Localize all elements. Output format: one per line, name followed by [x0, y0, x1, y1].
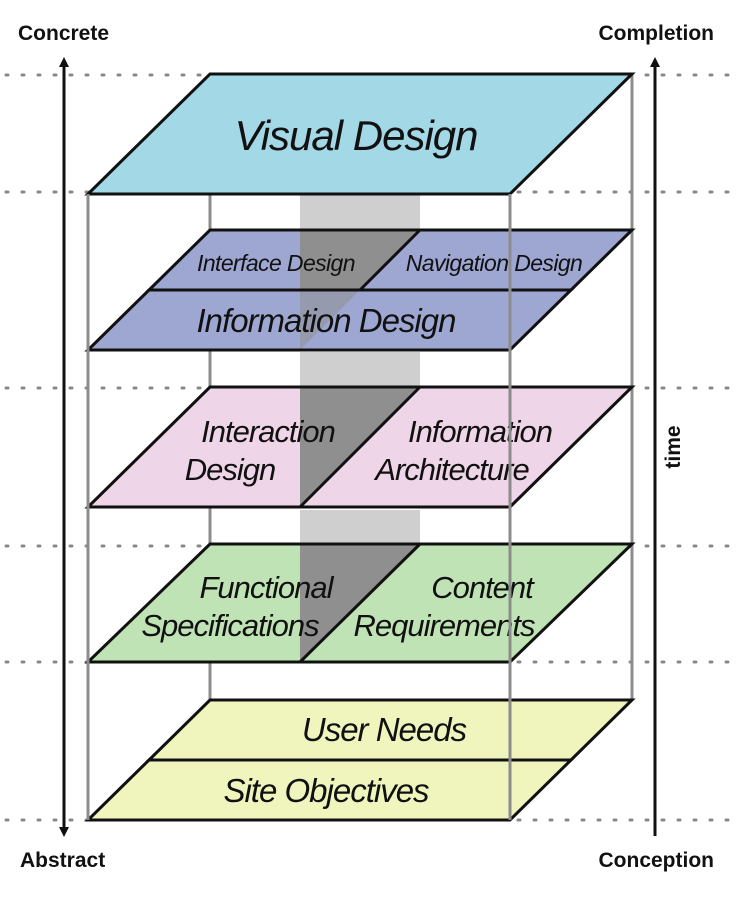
- conception-label: Conception: [598, 849, 715, 872]
- connector-shaft-lower: [300, 510, 420, 544]
- strategy-plane: User Needs Site Objectives: [84, 698, 636, 822]
- navigation-design-label: Navigation Design: [406, 250, 582, 276]
- information-architecture-label-line2: Architecture: [373, 452, 529, 487]
- structure-divider: [298, 385, 422, 509]
- surface-plane: Visual Design: [84, 72, 636, 196]
- interface-design-label: Interface Design: [197, 250, 355, 276]
- structure-plane-outline: [84, 385, 636, 509]
- user-needs-label: User Needs: [302, 711, 467, 748]
- functional-specifications-label-line1: Functional: [199, 570, 334, 605]
- scope-divider: [298, 542, 422, 664]
- site-objectives-label: Site Objectives: [223, 772, 429, 809]
- scope-plane: Functional Specifications Content Requir…: [84, 542, 636, 664]
- frame-front-lines: [86, 194, 512, 820]
- concrete-label: Concrete: [18, 22, 110, 45]
- scope-plane-outline: [84, 542, 636, 664]
- visual-design-plane: [84, 72, 636, 196]
- interaction-design-label-line1: Interaction: [201, 414, 335, 449]
- functional-specifications-label-line2: Specifications: [141, 608, 319, 643]
- visual-design-label: Visual Design: [234, 112, 477, 159]
- information-design-label: Information Design: [197, 302, 456, 339]
- abstract-label: Abstract: [20, 849, 106, 872]
- skeleton-shaft-dark: [300, 230, 420, 290]
- skeleton-plane: Interface Design Navigation Design Infor…: [84, 228, 636, 352]
- content-requirements-label-line1: Content: [431, 570, 535, 605]
- connector-shaft-upper: [300, 195, 420, 231]
- time-label: time: [662, 425, 685, 468]
- completion-label: Completion: [598, 22, 715, 45]
- information-architecture-label-line1: Information: [408, 414, 552, 449]
- interaction-design-label-line2: Design: [185, 452, 276, 487]
- interface-navigation-outline: [145, 228, 636, 292]
- content-requirements-label-line2: Requirements: [354, 608, 535, 643]
- structure-plane: Interaction Design Information Architect…: [84, 385, 636, 509]
- connector-shaft-middle: [300, 352, 420, 388]
- skeleton-divider: [358, 228, 422, 292]
